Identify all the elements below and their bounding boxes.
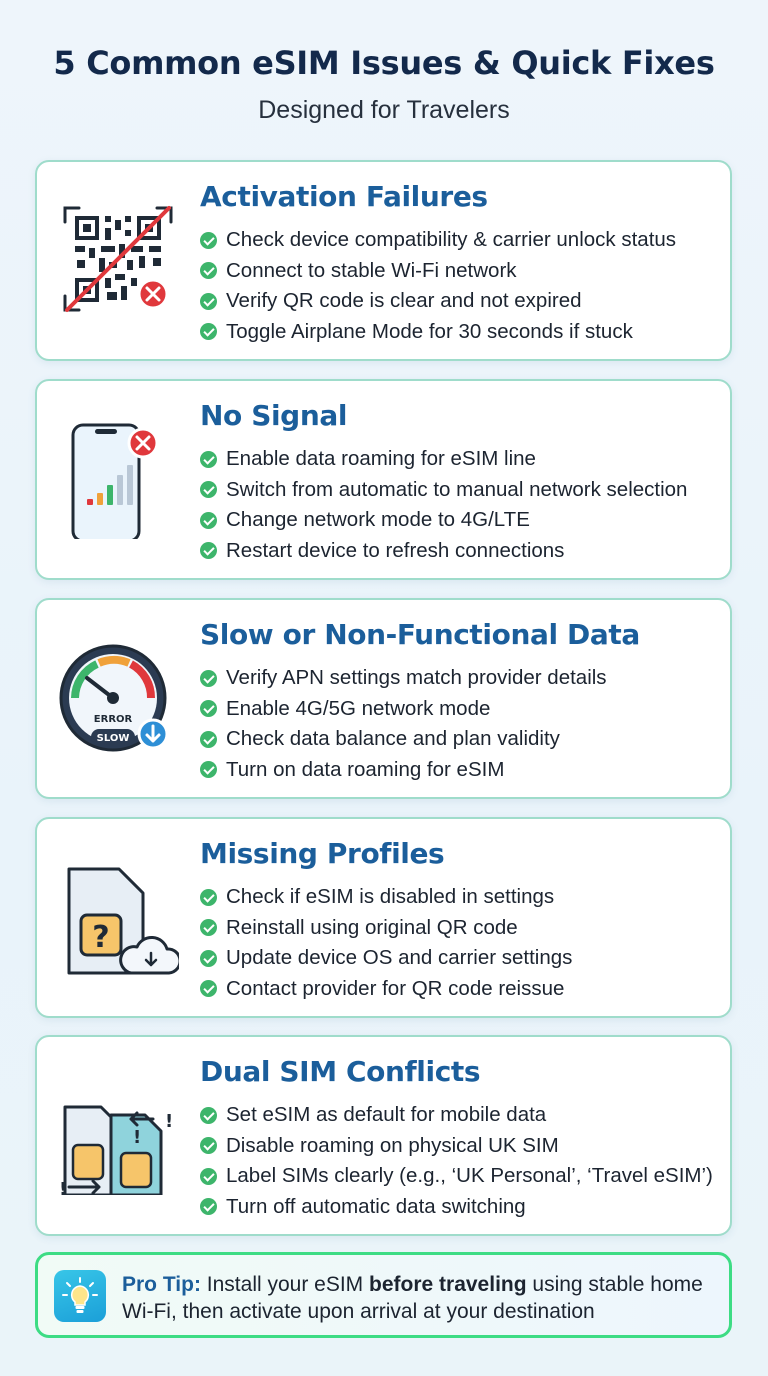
check-icon	[200, 511, 217, 529]
issue-card-missing-profiles: ? Missing Profiles Check if eSIM is disa…	[35, 817, 732, 1018]
list-item: Switch from automatic to manual network …	[200, 475, 687, 506]
check-icon	[200, 231, 217, 249]
list-item: Label SIMs clearly (e.g., ‘UK Personal’,…	[200, 1161, 713, 1192]
qr-code-error-icon	[57, 198, 179, 320]
check-icon	[200, 542, 217, 560]
list-item: Reinstall using original QR code	[200, 913, 572, 944]
list-item: Check if eSIM is disabled in settings	[200, 882, 572, 913]
list-item: Change network mode to 4G/LTE	[200, 505, 687, 536]
list-item-text: Restart device to refresh connections	[226, 538, 565, 562]
card-title: No Signal	[200, 399, 348, 432]
list-item: Check data balance and plan validity	[200, 724, 607, 755]
check-icon	[200, 323, 217, 341]
pro-tip-box: Pro Tip: Install your eSIM before travel…	[35, 1252, 732, 1338]
check-icon	[200, 481, 217, 499]
check-icon	[200, 1106, 217, 1124]
list-item-text: Set eSIM as default for mobile data	[226, 1103, 547, 1127]
check-icon	[200, 292, 217, 310]
list-item-text: Turn on data roaming for eSIM	[226, 757, 505, 781]
list-item-text: Reinstall using original QR code	[226, 915, 518, 939]
speedometer-slow-label: SLOW	[97, 733, 130, 744]
list-item-text: Verify APN settings match provider detai…	[226, 666, 607, 690]
check-icon	[200, 1198, 217, 1216]
list-item: Turn on data roaming for eSIM	[200, 755, 607, 786]
speedometer-error-icon: ERROR SLOW	[57, 636, 179, 758]
check-icon	[200, 262, 217, 280]
list-item-text: Connect to stable Wi-Fi network	[226, 258, 517, 282]
check-icon	[200, 949, 217, 967]
list-item: Disable roaming on physical UK SIM	[200, 1131, 713, 1162]
check-icon	[200, 700, 217, 718]
pro-tip-text: Pro Tip: Install your eSIM before travel…	[122, 1271, 722, 1325]
list-item-text: Check data balance and plan validity	[226, 727, 560, 751]
page-subtitle: Designed for Travelers	[258, 96, 510, 124]
list-item-text: Check device compatibility & carrier unl…	[226, 228, 677, 252]
list-item-text: Update device OS and carrier settings	[226, 946, 573, 970]
check-icon	[200, 1167, 217, 1185]
check-icon	[200, 761, 217, 779]
list-item: Enable 4G/5G network mode	[200, 694, 607, 725]
list-item: Verify QR code is clear and not expired	[200, 286, 676, 317]
check-icon	[200, 450, 217, 468]
fix-list: Set eSIM as default for mobile data Disa…	[200, 1100, 713, 1222]
list-item: Enable data roaming for eSIM line	[200, 444, 687, 475]
list-item-text: Contact provider for QR code reissue	[226, 976, 565, 1000]
list-item-text: Change network mode to 4G/LTE	[226, 508, 530, 532]
list-item-text: Switch from automatic to manual network …	[226, 477, 688, 501]
list-item: Verify APN settings match provider detai…	[200, 663, 607, 694]
list-item-text: Enable 4G/5G network mode	[226, 696, 491, 720]
lightbulb-icon	[54, 1270, 106, 1322]
fix-list: Check device compatibility & carrier unl…	[200, 225, 676, 347]
list-item: Update device OS and carrier settings	[200, 943, 572, 974]
card-title: Dual SIM Conflicts	[200, 1055, 481, 1088]
list-item-text: Label SIMs clearly (e.g., ‘UK Personal’,…	[226, 1164, 713, 1188]
speedometer-error-label: ERROR	[94, 714, 133, 725]
sim-question-cloud-icon: ?	[57, 855, 179, 977]
issue-card-no-signal: No Signal Enable data roaming for eSIM l…	[35, 379, 732, 580]
pro-tip-text-before: Install your eSIM	[200, 1273, 370, 1296]
list-item-text: Toggle Airplane Mode for 30 seconds if s…	[226, 319, 633, 343]
page-header: 5 Common eSIM Issues & Quick Fixes Desig…	[0, 44, 768, 125]
phone-no-signal-icon	[57, 417, 179, 539]
list-item-text: Turn off automatic data switching	[226, 1194, 526, 1218]
check-icon	[200, 669, 217, 687]
dual-sim-icon: ! ! !	[57, 1073, 179, 1195]
list-item: Check device compatibility & carrier unl…	[200, 225, 676, 256]
list-item-text: Disable roaming on physical UK SIM	[226, 1133, 559, 1157]
list-item-text: Enable data roaming for eSIM line	[226, 447, 536, 471]
fix-list: Enable data roaming for eSIM line Switch…	[200, 444, 687, 566]
list-item: Contact provider for QR code reissue	[200, 974, 572, 1005]
list-item: Restart device to refresh connections	[200, 536, 687, 567]
svg-text:?: ?	[92, 920, 109, 955]
list-item: Set eSIM as default for mobile data	[200, 1100, 713, 1131]
check-icon	[200, 1137, 217, 1155]
issue-card-activation-failures: Activation Failures Check device compati…	[35, 160, 732, 361]
list-item: Connect to stable Wi-Fi network	[200, 256, 676, 287]
svg-text:!: !	[59, 1179, 67, 1195]
check-icon	[200, 919, 217, 937]
list-item: Toggle Airplane Mode for 30 seconds if s…	[200, 317, 676, 348]
card-title: Missing Profiles	[200, 837, 445, 870]
card-title: Slow or Non-Functional Data	[200, 618, 640, 651]
fix-list: Check if eSIM is disabled in settings Re…	[200, 882, 572, 1004]
svg-text:!: !	[165, 1111, 173, 1132]
issue-card-slow-data: ERROR SLOW Slow or Non-Functional Data V…	[35, 598, 732, 799]
pro-tip-text-after: using stable home Wi-Fi, then activate u…	[122, 1273, 703, 1323]
list-item-text: Verify QR code is clear and not expired	[226, 289, 582, 313]
svg-text:!: !	[133, 1127, 141, 1148]
check-icon	[200, 730, 217, 748]
page-title: 5 Common eSIM Issues & Quick Fixes	[53, 44, 715, 82]
check-icon	[200, 980, 217, 998]
list-item-text: Check if eSIM is disabled in settings	[226, 885, 555, 909]
card-title: Activation Failures	[200, 180, 488, 213]
check-icon	[200, 888, 217, 906]
issue-card-dual-sim-conflicts: ! ! ! Dual SIM Conflicts Set eSIM as def…	[35, 1035, 732, 1236]
pro-tip-emphasis: before traveling	[369, 1273, 527, 1296]
fix-list: Verify APN settings match provider detai…	[200, 663, 607, 785]
list-item: Turn off automatic data switching	[200, 1192, 713, 1223]
pro-tip-label: Pro Tip:	[122, 1273, 201, 1296]
